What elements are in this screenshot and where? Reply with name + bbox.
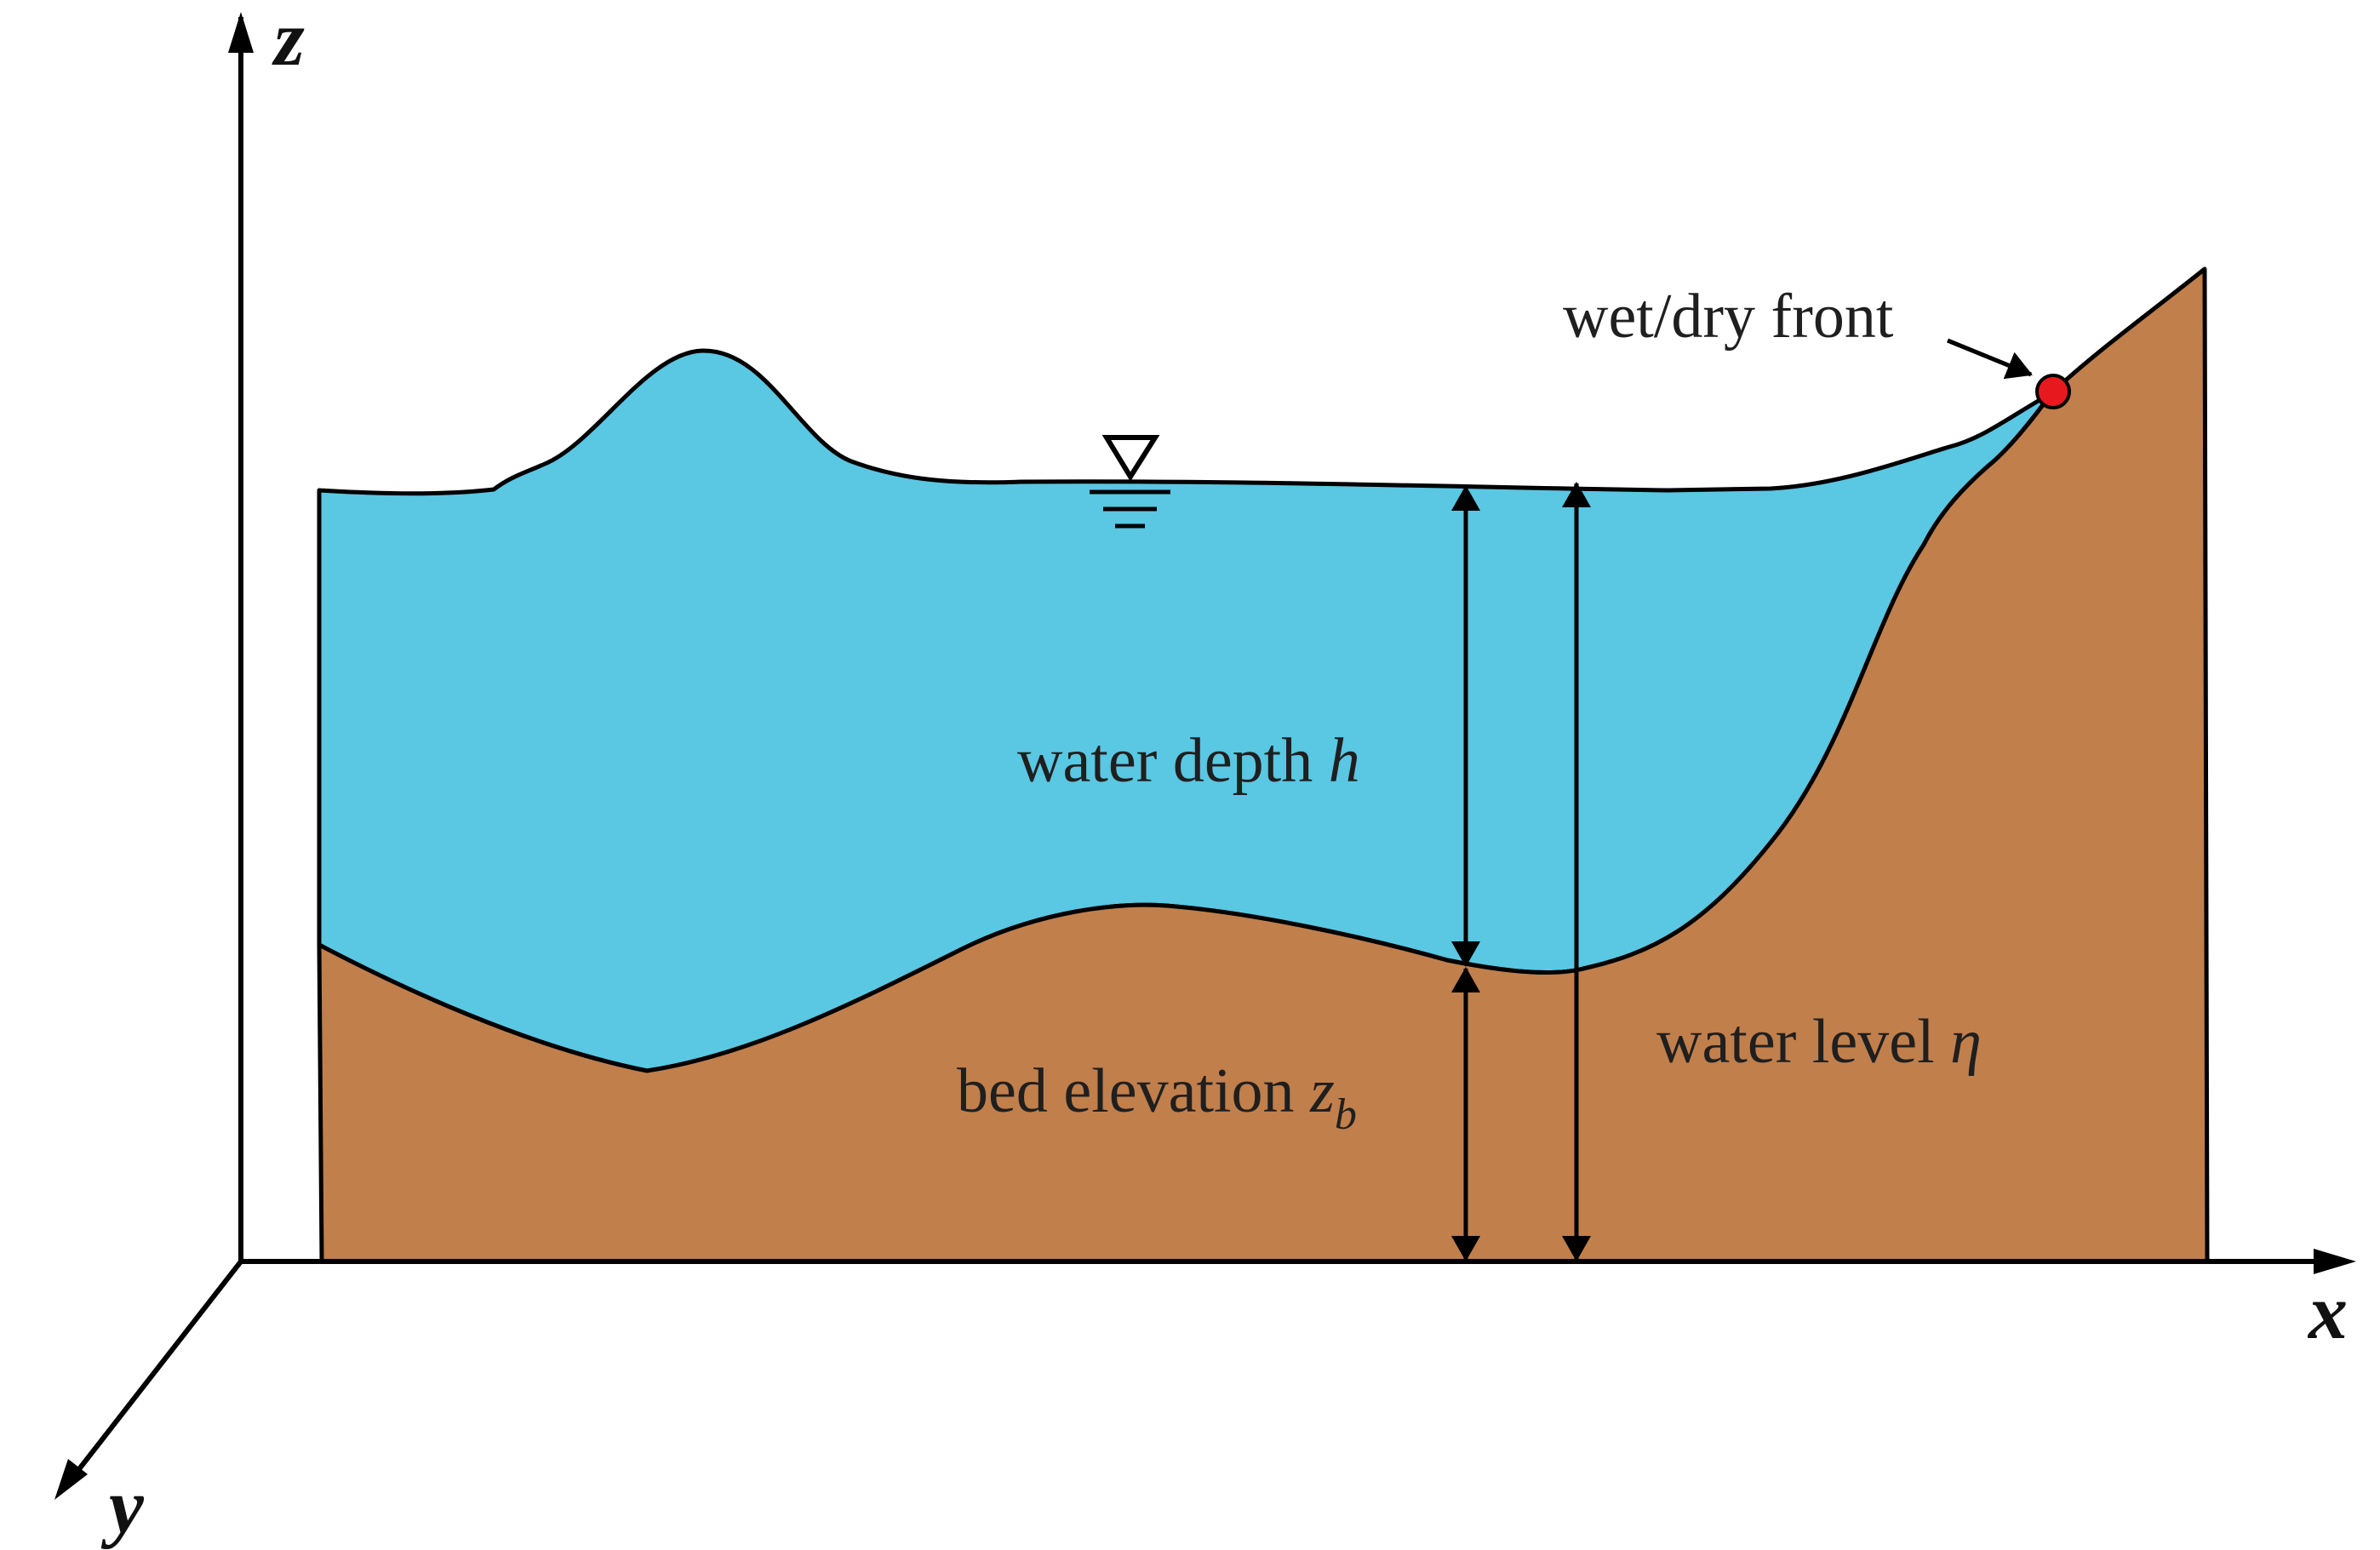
wet-dry-front-pointer — [1947, 338, 2033, 380]
x-axis-arrow-icon — [2314, 1249, 2356, 1274]
red-dot-icon — [2035, 374, 2071, 409]
z-axis-label: z — [272, 0, 305, 82]
y-axis-label: y — [100, 1462, 145, 1549]
bed-ground — [317, 266, 2210, 1264]
wet-dry-front-label: wet/dry front — [1563, 282, 1894, 352]
x-axis-label: x — [2307, 1268, 2348, 1355]
y-axis-arrow-icon — [54, 1459, 88, 1500]
y-axis — [67, 1260, 243, 1483]
water-surface-marker-icon — [1090, 435, 1170, 529]
bed-elevation-label: bed elevation zb — [957, 1056, 1357, 1139]
z-axis-arrow-icon — [228, 12, 254, 53]
water-depth-label: water depth h — [1017, 726, 1360, 796]
water-level-label: water level η — [1656, 1007, 1982, 1077]
